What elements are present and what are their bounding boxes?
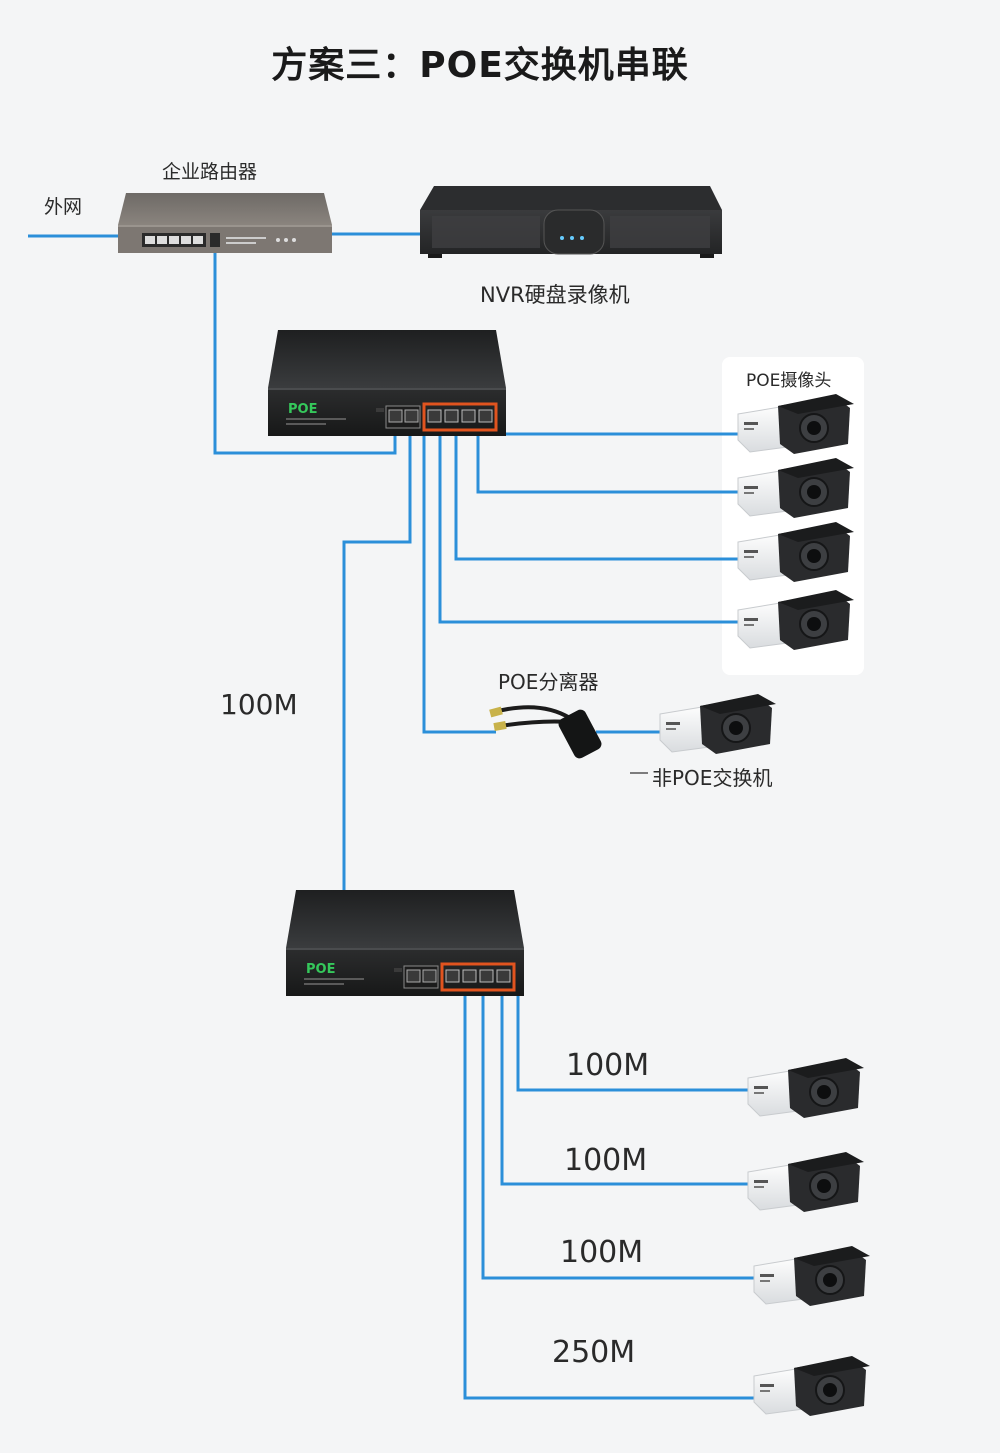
bottom-camera-4-cable	[463, 996, 758, 1400]
bottom-link-label-1: 100M	[566, 1048, 650, 1083]
uplink-cable	[342, 436, 412, 890]
poe-camera-3-cable	[454, 436, 742, 561]
poe-camera-4-cable	[438, 436, 742, 624]
nvr-label: NVR硬盘录像机	[480, 283, 630, 307]
non-poe-switch-label: 非POE交换机	[652, 766, 773, 790]
poe-switch-bottom	[284, 888, 526, 998]
bottom-link-label-3: 100M	[560, 1235, 644, 1270]
bottom-camera-2-cable	[500, 996, 752, 1186]
bottom-camera-4	[753, 1355, 871, 1417]
poe-switch-top-brand: POE	[288, 402, 318, 417]
bottom-camera-2	[747, 1151, 865, 1213]
cable-lines	[28, 232, 758, 1400]
non-poe-camera	[659, 693, 777, 755]
poe-camera-label: POE摄像头	[746, 371, 832, 391]
poe-camera-2-cable	[476, 436, 742, 494]
poe-splitter	[489, 705, 602, 759]
router-to-switch-cable	[213, 252, 397, 455]
bottom-link-label-4: 250M	[552, 1335, 636, 1370]
internet-label: 外网	[44, 196, 83, 218]
poe-switch-top	[266, 328, 508, 438]
poe-camera-3	[737, 521, 855, 583]
poe-camera-2	[737, 457, 855, 519]
bottom-camera-1	[747, 1057, 865, 1119]
poe-camera-4	[737, 589, 855, 651]
bottom-link-label-2: 100M	[564, 1143, 648, 1178]
splitter-cable	[422, 436, 496, 734]
bottom-camera-3	[753, 1245, 871, 1307]
bottom-camera-1-cable	[516, 996, 752, 1092]
uplink-speed-label: 100M	[220, 688, 298, 721]
poe-splitter-label: POE分离器	[498, 670, 599, 694]
page-title: 方案三：POE交换机串联	[271, 45, 689, 86]
router-label: 企业路由器	[162, 161, 258, 183]
bottom-camera-3-cable	[481, 996, 758, 1280]
enterprise-router	[118, 193, 332, 253]
poe-camera-1	[737, 393, 855, 455]
poe-switch-bottom-brand: POE	[306, 962, 336, 977]
nvr-recorder	[420, 186, 722, 258]
